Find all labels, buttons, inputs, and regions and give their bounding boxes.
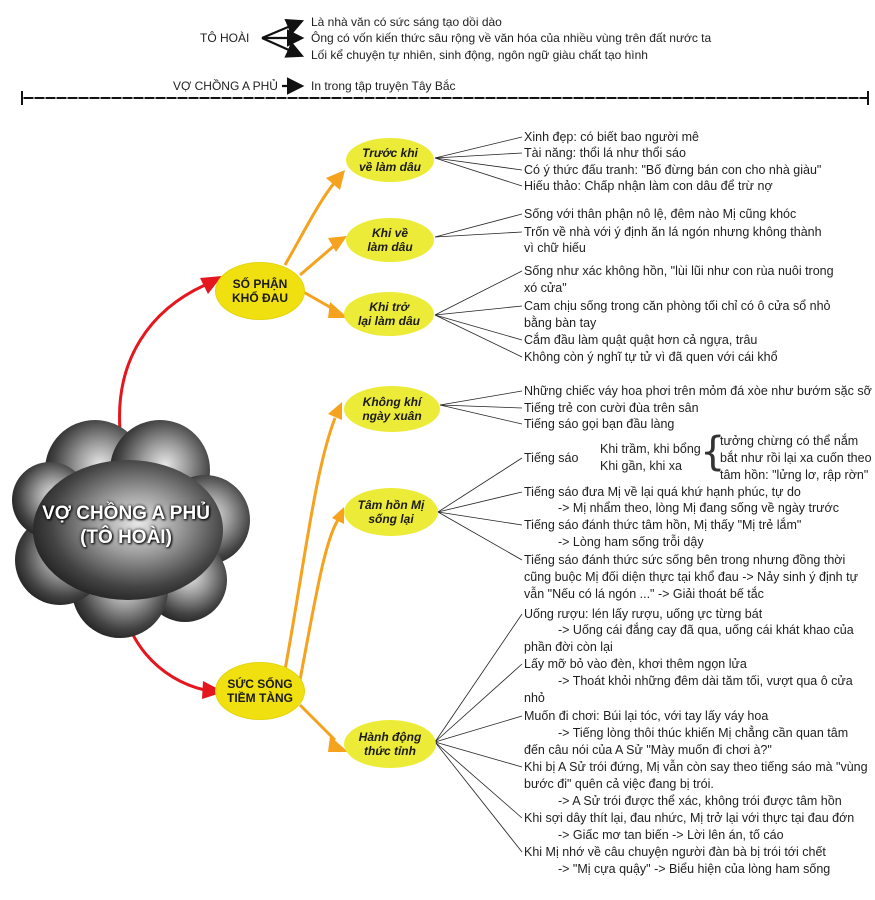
leaf-text: Những chiếc váy hoa phơi trên mỏm đá xòe… xyxy=(524,384,872,398)
brace-icon: { xyxy=(700,429,726,475)
leaf-text: Sống với thân phận nô lệ, đêm nào Mị cũn… xyxy=(524,207,797,221)
leaf-text: vẫn "Nếu có lá ngón ..." -> Giải thoát b… xyxy=(524,587,764,601)
leaf-text: Tài năng: thổi lá như thổi sáo xyxy=(524,146,686,160)
leaf-text: Tiếng sáo gọi bạn đầu làng xyxy=(524,417,675,431)
leaf-text: -> Mị nhẩm theo, lòng Mị đang sống về ng… xyxy=(558,501,839,515)
author-fact: Là nhà văn có sức sáng tạo dồi dào xyxy=(311,15,502,29)
leaf-text: Tiếng sáo đánh thức sức sống bên trong n… xyxy=(524,553,846,567)
orange-arrowheads xyxy=(326,170,348,752)
header-arrows xyxy=(261,19,305,95)
flute-label: Tiếng sáo xyxy=(524,451,579,465)
flute-a: Khi trầm, khi bổng xyxy=(600,442,701,456)
author-label: TÔ HOÀI xyxy=(200,31,250,45)
leaf-text: Cắm đầu làm quật quật hơn cả ngựa, trâu xyxy=(524,333,758,347)
leaf-text: Trốn về nhà với ý định ăn lá ngón nhưng … xyxy=(524,225,822,239)
flute-desc: tưởng chừng có thể nắm xyxy=(720,434,859,448)
leaf-text: -> Lòng ham sống trỗi dậy xyxy=(558,535,704,549)
leaf-text: Tiếng sáo đánh thức tâm hồn, Mị thấy "Mị… xyxy=(524,518,802,532)
leaf-text: -> Tiếng lòng thôi thúc khiến Mị chẳng c… xyxy=(558,726,849,740)
leaf-text: Uống rượu: lén lấy rượu, uống ực từng bá… xyxy=(524,607,763,621)
center-cloud xyxy=(12,420,250,638)
leaf-text: Sống như xác không hồn, "lùi lũi như con… xyxy=(524,264,834,278)
leaf-text: -> Uống cái đắng cay đã qua, uống cái kh… xyxy=(558,623,854,637)
work-label: VỢ CHỒNG A PHỦ xyxy=(173,79,278,93)
leaf-text: Tiếng sáo đưa Mị về lại quá khứ hạnh phú… xyxy=(524,485,801,499)
separator-line xyxy=(21,91,869,105)
leaf-text: Không còn ý nghĩ tự tử vì đã quen với cá… xyxy=(524,350,778,364)
leaf-text: phần đời còn lại xyxy=(524,640,613,654)
flute-desc: bắt như rồi lại xa cuốn theo xyxy=(720,451,872,465)
leaf-text: bằng bàn tay xyxy=(524,316,597,330)
leaf-text: cũng buộc Mị đối diện thực tại khổ đau -… xyxy=(524,570,858,584)
orange-arrows xyxy=(283,181,340,742)
leaf-text: Lấy mỡ bỏ vào đèn, khơi thêm ngọn lửa xyxy=(524,657,747,671)
leaf-text: Muốn đi chơi: Búi lại tóc, với tay lấy v… xyxy=(524,709,769,723)
author-fact: Ông có vốn kiến thức sâu rộng về văn hóa… xyxy=(311,31,712,45)
flute-desc: tâm hồn: "lửng lơ, rập rờn" xyxy=(720,468,869,482)
center-title: VỢ CHỒNG A PHỦ (TÔ HOÀI) xyxy=(42,503,210,548)
fan-lines xyxy=(434,136,523,853)
leaf-text: nhỏ xyxy=(524,691,545,705)
work-fact: In trong tập truyện Tây Bắc xyxy=(311,79,456,93)
leaf-text: Cam chịu sống trong căn phòng tối chỉ có… xyxy=(524,299,831,313)
leaf-text: Khi bị A Sử trói đứng, Mị vẫn còn say th… xyxy=(524,760,868,774)
flute-b: Khi gần, khi xa xyxy=(600,459,682,473)
leaf-text: -> Giấc mơ tan biến -> Lời lên án, tố cá… xyxy=(558,828,784,842)
leaf-text: Khi sợi dây thít lại, đau nhức, Mị trở l… xyxy=(524,811,855,825)
leaf-text: Có ý thức đấu tranh: "Bố đừng bán con ch… xyxy=(524,163,822,177)
leaf-text: bước đi" quên cả việc đang bị trói. xyxy=(524,777,714,791)
leaf-text: Khi Mị nhớ về câu chuyện người đàn bà bị… xyxy=(524,845,826,859)
leaf-text: Tiếng trẻ con cười đùa trên sân xyxy=(524,401,699,415)
leaf-text: vì chữ hiếu xyxy=(524,241,586,255)
leaf-text: xó cửa" xyxy=(524,281,567,295)
leaf-text: -> Thoát khỏi những đêm dài tăm tối, vượ… xyxy=(558,674,853,688)
leaf-text: đến câu nói của A Sử "Mày muốn đi chơi à… xyxy=(524,743,772,757)
leaf-text: Xinh đẹp: có biết bao người mê xyxy=(524,130,700,144)
leaf-text: -> "Mị cựa quậy" -> Biểu hiện của lòng h… xyxy=(558,862,831,876)
leaf-text: -> A Sử trói được thể xác, không trói đư… xyxy=(558,794,842,808)
author-fact: Lối kể chuyện tự nhiên, sinh động, ngôn … xyxy=(311,48,648,62)
leaf-text: Hiếu thảo: Chấp nhận làm con dâu để trừ … xyxy=(524,179,773,193)
